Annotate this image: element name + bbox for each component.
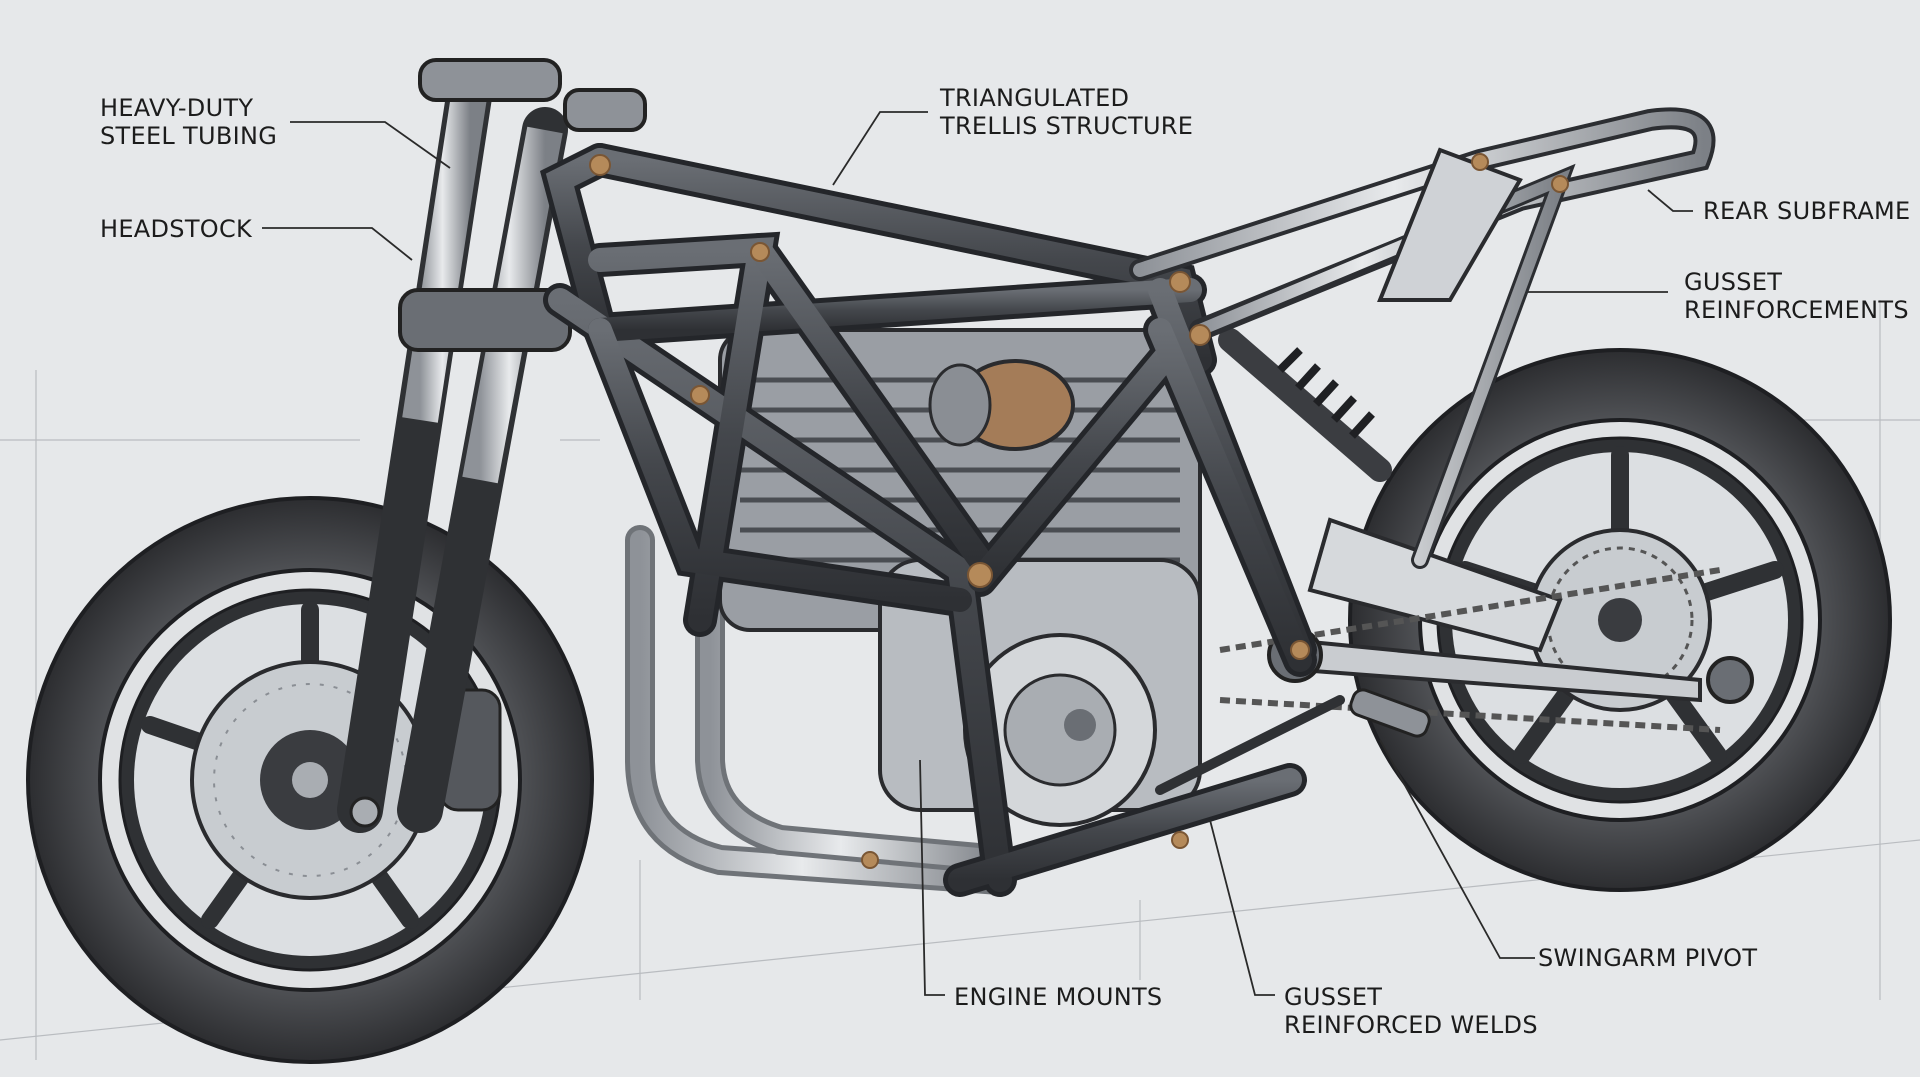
callout-engine-mounts: ENGINE MOUNTS	[954, 983, 1162, 1011]
swingarm	[1219, 517, 1754, 733]
callout-gusset-reinforcements-line1: GUSSET	[1684, 268, 1783, 296]
callout-headstock: HEADSTOCK	[100, 215, 252, 243]
exhaust-headers	[625, 525, 1015, 895]
callout-steel-tubing: HEAVY-DUTY STEEL TUBING	[100, 94, 277, 150]
callout-rear-subframe-line1: REAR SUBFRAME	[1703, 197, 1911, 225]
callout-headstock-line1: HEADSTOCK	[100, 215, 253, 243]
front-wheel	[26, 496, 594, 1064]
weld-points	[589, 153, 1569, 869]
callout-swingarm-pivot: SWINGARM PIVOT	[1538, 944, 1757, 972]
rear-wheel	[1348, 348, 1892, 892]
footpeg	[1155, 688, 1431, 795]
callout-gusset-welds: GUSSET REINFORCED WELDS	[1284, 983, 1538, 1039]
callout-engine-mounts-line1: ENGINE MOUNTS	[954, 983, 1163, 1011]
callout-rear-subframe: REAR SUBFRAME	[1703, 197, 1911, 225]
callout-gusset-welds-line1: GUSSET	[1284, 983, 1383, 1011]
callout-steel-tubing-line2: STEEL TUBING	[100, 122, 278, 150]
callout-gusset-welds-line2: REINFORCED WELDS	[1284, 1011, 1538, 1039]
callout-steel-tubing-line1: HEAVY-DUTY	[100, 94, 254, 122]
callout-gusset-reinforcements: GUSSET REINFORCEMENTS	[1684, 268, 1909, 324]
callout-swingarm-pivot-line1: SWINGARM PIVOT	[1538, 944, 1758, 972]
callout-trellis-structure: TRIANGULATED TRELLIS STRUCTURE	[940, 84, 1193, 140]
callout-trellis-line2: TRELLIS STRUCTURE	[940, 112, 1194, 140]
front-forks	[337, 58, 647, 833]
leader-lines	[262, 111, 1693, 996]
rear-shock	[1218, 328, 1392, 482]
callout-gusset-reinforcements-line2: REINFORCEMENTS	[1684, 296, 1909, 324]
callout-trellis-line1: TRIANGULATED	[940, 84, 1130, 112]
